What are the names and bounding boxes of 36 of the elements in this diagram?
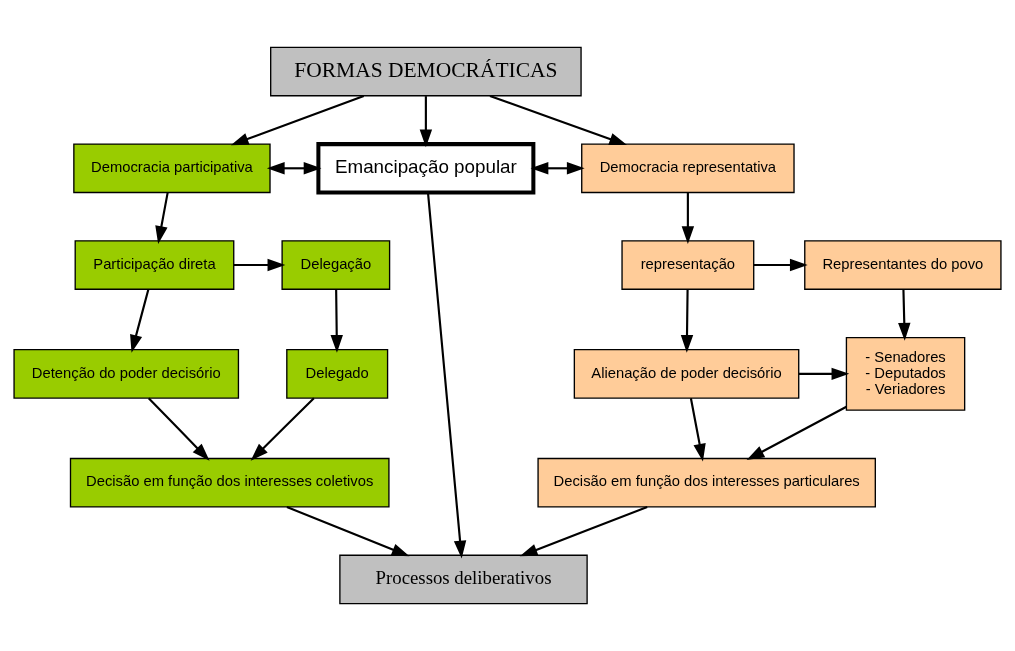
arrow xyxy=(266,162,322,175)
arrow xyxy=(230,94,365,146)
arrow xyxy=(689,398,706,462)
arrow xyxy=(233,258,286,272)
arrow xyxy=(746,405,847,461)
node-box: Alienação de poder decisório xyxy=(573,349,800,399)
arrow xyxy=(426,192,467,559)
arrow xyxy=(530,162,585,175)
arrow xyxy=(330,289,343,353)
arrow xyxy=(147,397,210,461)
node-box: Democracia representativa xyxy=(581,143,795,194)
arrow xyxy=(753,258,808,272)
node-box: FORMAS DEMOCRÁTICAS xyxy=(270,46,582,97)
node-box: Processos deliberativos xyxy=(339,554,588,605)
node-box: Delegado xyxy=(286,349,389,399)
arrow xyxy=(898,289,911,341)
node-box: Detenção do poder decisório xyxy=(13,349,240,399)
arrow xyxy=(286,506,410,557)
arrow xyxy=(519,506,648,557)
arrow xyxy=(799,367,850,381)
node-box: representação xyxy=(621,240,755,290)
node-box: Delegação xyxy=(281,240,391,290)
node-box: Democracia participativa xyxy=(73,143,271,194)
arrow xyxy=(419,96,433,148)
node-box: Representantes do povo xyxy=(804,240,1002,290)
arrow xyxy=(489,94,628,146)
node-box: Participação direta xyxy=(74,240,235,290)
node-box: Decisão em função dos interesses coletivos xyxy=(69,457,390,508)
node-box: Emancipação popular xyxy=(316,142,536,195)
arrow xyxy=(155,192,169,244)
arrow xyxy=(681,192,695,244)
arrow xyxy=(250,397,315,461)
arrow xyxy=(680,289,694,353)
node-box: Decisão em função dos interesses particulares xyxy=(537,457,876,508)
arrow xyxy=(130,289,150,353)
node-box: - Senadores - Deputados - Veriadores xyxy=(845,336,966,411)
